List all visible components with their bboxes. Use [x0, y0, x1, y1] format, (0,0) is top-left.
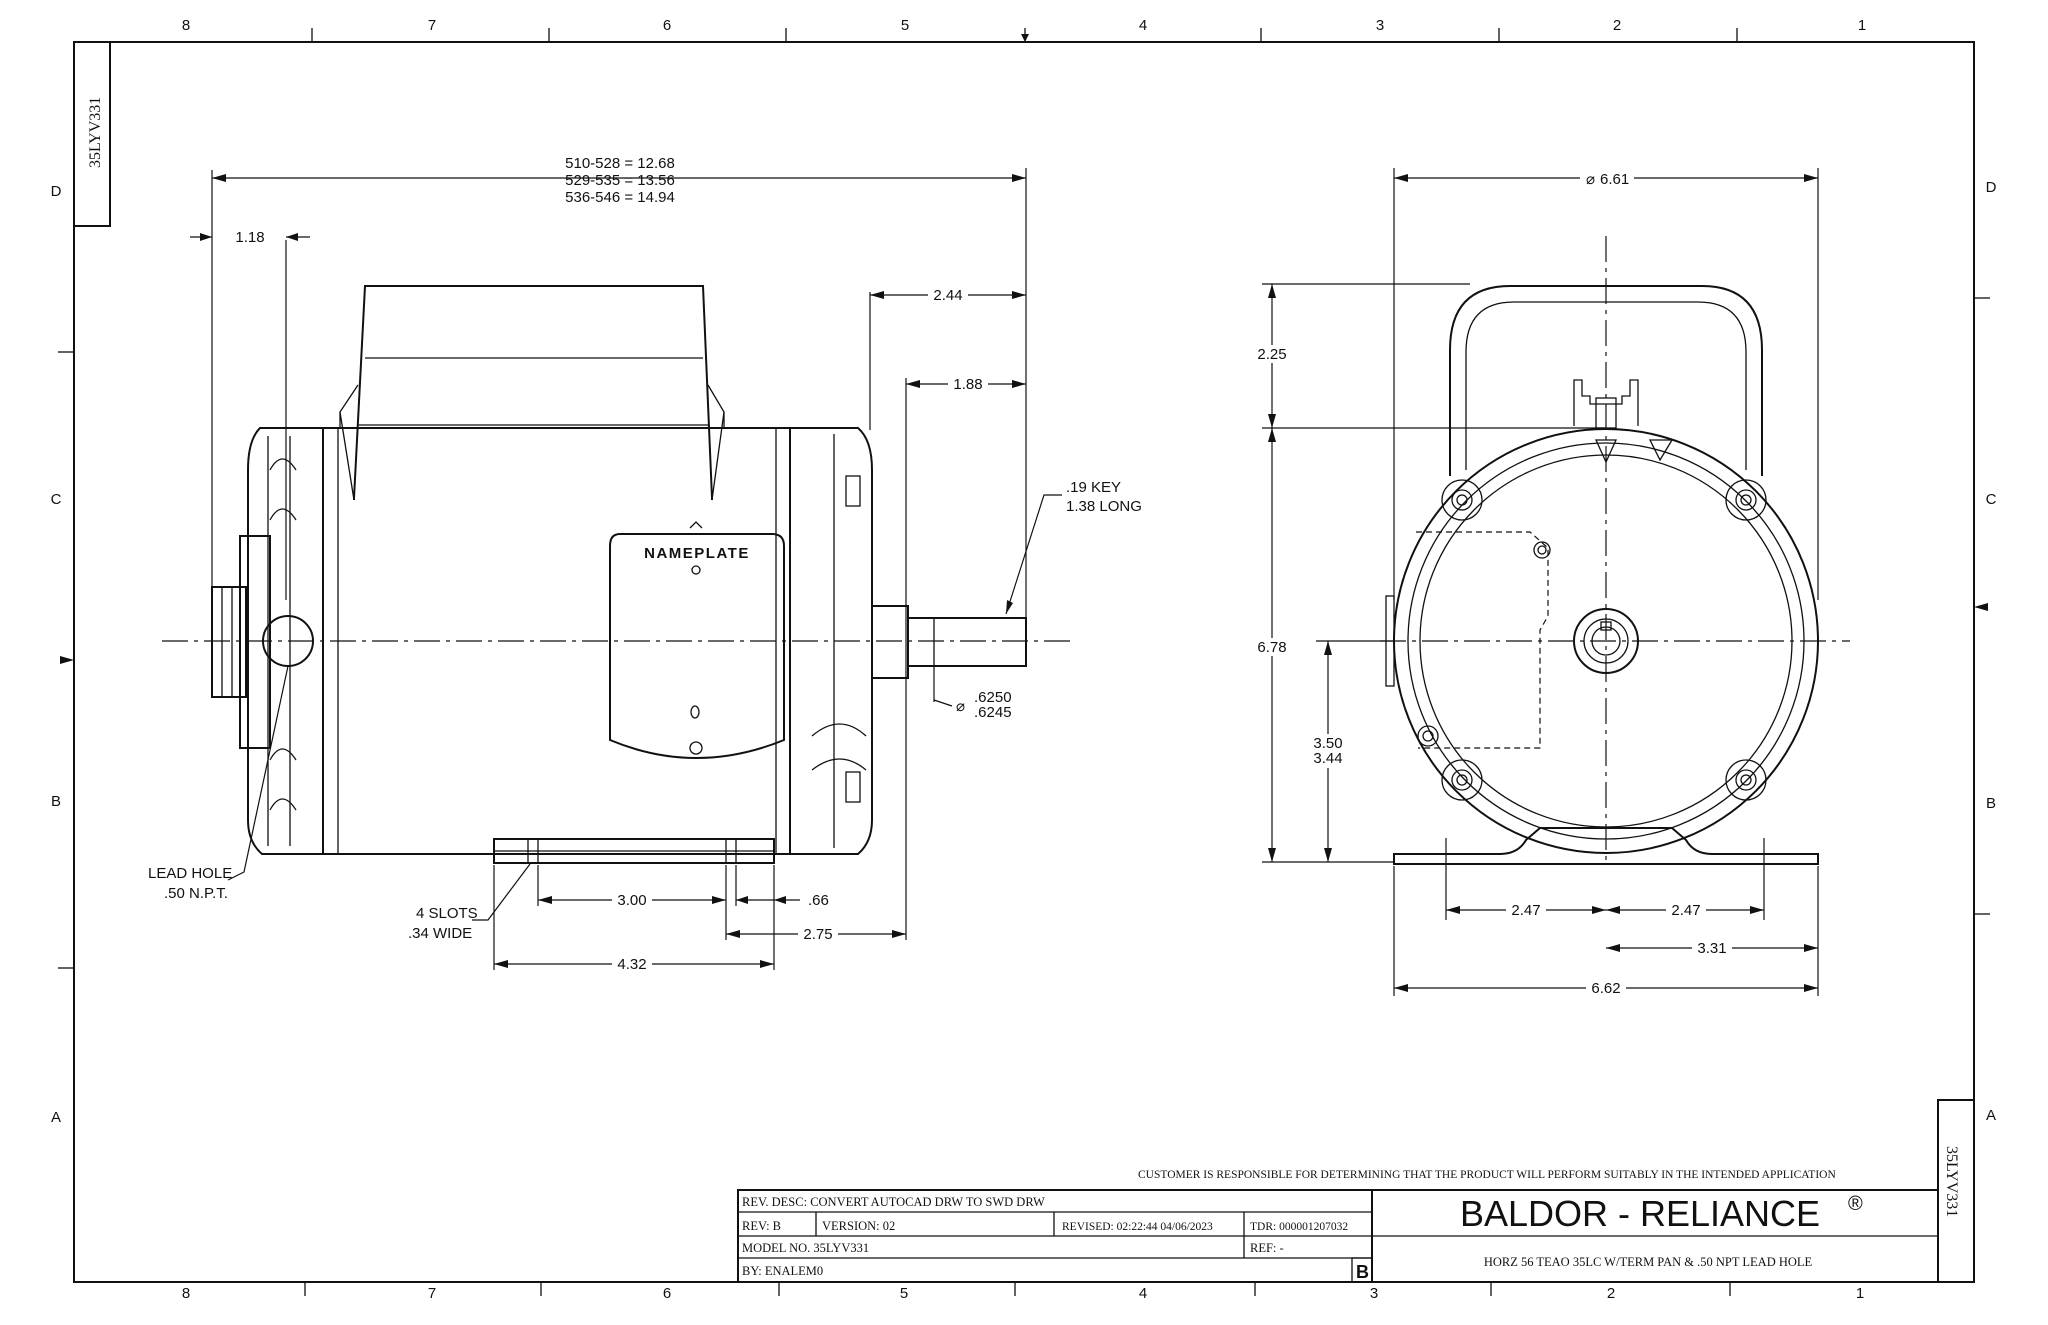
zone-top-5: 5 — [901, 17, 909, 34]
overall-length-line-2: 529-535 = 13.56 — [565, 172, 675, 189]
zone-bottom-8: 8 — [182, 1285, 190, 1302]
bolt-boss-top-left — [1441, 479, 1483, 521]
shaft-dia-max: .6250 — [974, 689, 1012, 706]
zone-left-c: C — [51, 491, 62, 508]
zone-bottom-2: 2 — [1607, 1285, 1615, 1302]
rear-end-bell — [247, 427, 323, 855]
zone-top-7: 7 — [428, 17, 436, 34]
zone-right-d: D — [1986, 179, 1997, 196]
zone-bottom-3: 3 — [1370, 1285, 1378, 1302]
shaft-dia-min: .6245 — [974, 704, 1012, 721]
slots-line-1: 4 SLOTS — [416, 905, 478, 922]
key-note-line-1: .19 KEY — [1066, 479, 1121, 496]
motor-side-view: NAMEPLATE — [162, 240, 1072, 864]
side-tag-bottom-text: 35LYV331 — [1943, 1146, 1960, 1217]
motor-body — [322, 427, 791, 855]
dim-6-62: 6.62 — [1591, 980, 1620, 997]
dim-dia-6-61: 6.61 — [1600, 171, 1629, 188]
zone-right-a: A — [1986, 1107, 1996, 1124]
revised: REVISED: 02:22:44 04/06/2023 — [1062, 1221, 1213, 1233]
dim-3-50: 3.50 — [1313, 735, 1342, 752]
title-description: HORZ 56 TEAO 35LC W/TERM PAN & .50 NPT L… — [1484, 1255, 1813, 1269]
zone-top-3: 3 — [1376, 17, 1384, 34]
dim-1-18: 1.18 — [235, 229, 264, 246]
zone-bottom-5: 5 — [900, 1285, 908, 1302]
disclaimer: CUSTOMER IS RESPONSIBLE FOR DETERMINING … — [1138, 1169, 1836, 1181]
zone-left-d: D — [51, 183, 62, 200]
model-no: MODEL NO. 35LYV331 — [742, 1241, 869, 1255]
zone-bottom-6: 6 — [663, 1285, 671, 1302]
version: VERSION: 02 — [822, 1219, 895, 1233]
shaft-hub — [871, 605, 909, 679]
dim-2-44: 2.44 — [933, 287, 962, 304]
company-name: BALDOR - RELIANCE — [1460, 1193, 1820, 1234]
dim-2-25: 2.25 — [1257, 346, 1286, 363]
dim-2-47-left: 2.47 — [1511, 902, 1540, 919]
slots-line-2: .34 WIDE — [408, 925, 472, 942]
lead-hole-line-2: .50 N.P.T. — [164, 885, 228, 902]
motor-end-view — [1380, 236, 1850, 920]
bolt-boss-top-right — [1725, 479, 1767, 521]
registered-mark: ® — [1848, 1193, 1863, 1215]
overall-length-line-3: 536-546 = 14.94 — [565, 189, 675, 206]
tdr: TDR: 000001207032 — [1250, 1221, 1348, 1233]
dim-3-31: 3.31 — [1697, 940, 1726, 957]
zone-top-4: 4 — [1139, 17, 1147, 34]
rev: REV: B — [742, 1219, 781, 1233]
dim-6-78: 6.78 — [1257, 639, 1286, 656]
side-view-dimensions: 510-528 = 12.68 529-535 = 13.56 536-546 … — [148, 155, 1142, 973]
zone-bottom-4: 4 — [1139, 1285, 1147, 1302]
dim-3-44: 3.44 — [1313, 750, 1342, 767]
zone-top-2: 2 — [1613, 17, 1621, 34]
zone-bottom-1: 1 — [1856, 1285, 1864, 1302]
dim-4-32: 4.32 — [617, 956, 646, 973]
shaft-dia-symbol: ⌀ — [956, 698, 965, 715]
rear-cap — [211, 586, 247, 698]
side-tag-top-text: 35LYV331 — [87, 97, 104, 168]
side-tag-top: 35LYV331 — [73, 41, 111, 227]
shaft-end-outer — [1573, 608, 1639, 674]
bolt-boss-bottom-right — [1725, 759, 1767, 801]
lead-hole-line-1: LEAD HOLE — [148, 865, 232, 882]
end-view-dimensions: ⌀ 6.61 2.25 6.78 3.50 3.44 2.47 2.47 — [1254, 168, 1819, 997]
terminal-box — [353, 285, 713, 500]
zone-bottom-7: 7 — [428, 1285, 436, 1302]
zone-left-b: B — [51, 793, 61, 810]
lifting-handle — [1449, 285, 1763, 476]
zone-labels: 8 7 6 5 4 3 2 1 8 7 6 5 4 3 2 1 D C B A … — [51, 17, 1997, 1302]
drawing-border — [58, 28, 1990, 1296]
zone-left-a: A — [51, 1109, 61, 1126]
dia-symbol-6-61: ⌀ — [1586, 171, 1595, 188]
hidden-terminal-pan — [1416, 531, 1549, 749]
zone-top-8: 8 — [182, 17, 190, 34]
bolt-boss-bottom-left — [1441, 759, 1483, 801]
dim-1-88: 1.88 — [953, 376, 982, 393]
zone-right-b: B — [1986, 795, 1996, 812]
key-note-line-2: 1.38 LONG — [1066, 498, 1142, 515]
overall-length-line-1: 510-528 = 12.68 — [565, 155, 675, 172]
zone-top-1: 1 — [1858, 17, 1866, 34]
side-tag-bottom: 35LYV331 — [1937, 1099, 1975, 1283]
zone-top-6: 6 — [663, 17, 671, 34]
dim-2-75: 2.75 — [803, 926, 832, 943]
zone-right-c: C — [1986, 491, 1997, 508]
ref: REF: - — [1250, 1241, 1284, 1255]
shaft — [907, 617, 1027, 667]
dim-66: .66 — [808, 892, 829, 909]
top-bracket — [1573, 379, 1639, 426]
nameplate-label: NAMEPLATE — [644, 545, 750, 562]
rev-desc: REV. DESC: CONVERT AUTOCAD DRW TO SWD DR… — [742, 1195, 1045, 1209]
dim-2-47-right: 2.47 — [1671, 902, 1700, 919]
rev-letter: B — [1356, 1262, 1369, 1282]
title-block: CUSTOMER IS RESPONSIBLE FOR DETERMINING … — [737, 1169, 1939, 1283]
end-view-base — [1393, 827, 1819, 865]
by: BY: ENALEM0 — [742, 1264, 823, 1278]
dim-3-00: 3.00 — [617, 892, 646, 909]
nameplate-outline — [609, 533, 785, 759]
